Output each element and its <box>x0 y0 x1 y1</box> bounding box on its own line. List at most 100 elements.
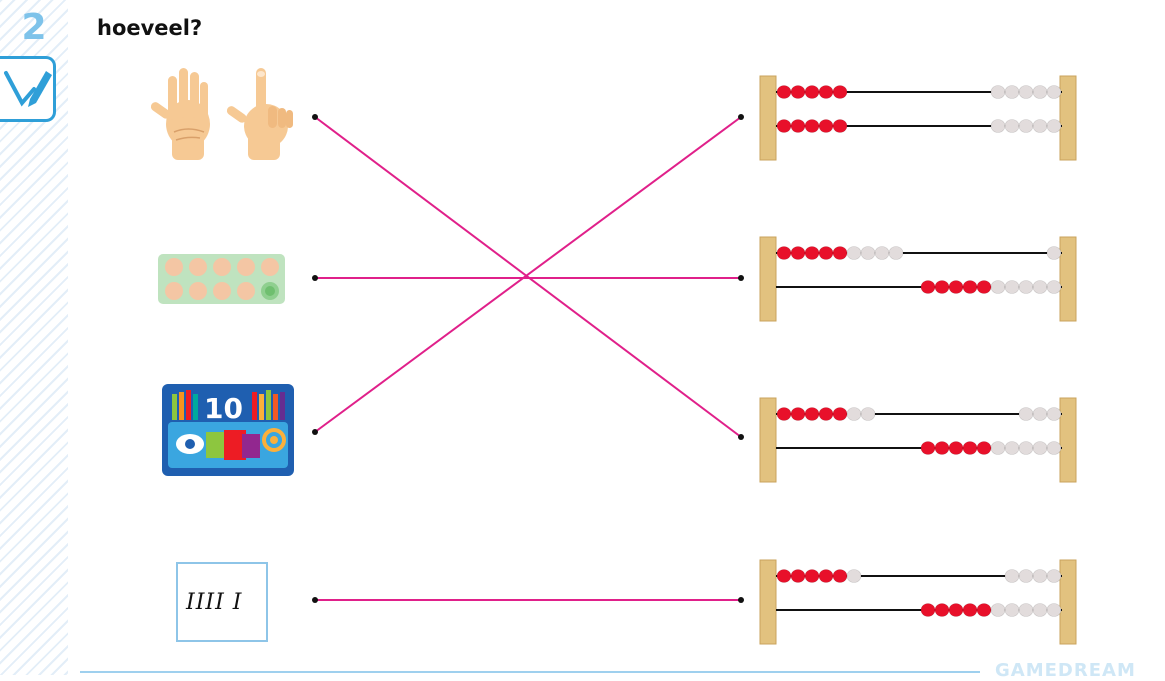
abacus-bead[interactable] <box>790 407 806 421</box>
abacus-bead[interactable] <box>1004 85 1020 99</box>
abacus-bead[interactable] <box>934 441 950 455</box>
abacus-bead[interactable] <box>776 407 792 421</box>
abacus-bead[interactable] <box>804 407 820 421</box>
abacus-bead[interactable] <box>990 280 1006 294</box>
abacus-bead[interactable] <box>1032 407 1048 421</box>
abacus-bead[interactable] <box>1032 119 1048 133</box>
abacus-bead[interactable] <box>1004 119 1020 133</box>
abacus-bead[interactable] <box>990 603 1006 617</box>
abacus-bead[interactable] <box>1018 280 1034 294</box>
abacus-bead[interactable] <box>1046 569 1062 583</box>
left-dot[interactable] <box>312 429 318 435</box>
abaci <box>759 75 1077 645</box>
abacus-bead[interactable] <box>776 569 792 583</box>
abacus-bead[interactable] <box>832 407 848 421</box>
abacus-bead[interactable] <box>776 246 792 260</box>
abacus-bead[interactable] <box>804 119 820 133</box>
left-dot[interactable] <box>312 114 318 120</box>
abacus-bead[interactable] <box>1004 569 1020 583</box>
abacus-bead[interactable] <box>990 441 1006 455</box>
pencil-icon <box>0 56 56 122</box>
abacus-1[interactable] <box>759 75 1077 161</box>
abacus-bead[interactable] <box>790 569 806 583</box>
abacus-bead[interactable] <box>1004 441 1020 455</box>
abacus-bead[interactable] <box>1018 85 1034 99</box>
abacus-post <box>759 397 777 483</box>
abacus-bead[interactable] <box>990 119 1006 133</box>
abacus-bead[interactable] <box>920 280 936 294</box>
abacus-bead[interactable] <box>1032 569 1048 583</box>
abacus-bead[interactable] <box>1004 603 1020 617</box>
abacus-bead[interactable] <box>1032 85 1048 99</box>
abacus-bead[interactable] <box>934 280 950 294</box>
abacus-bead[interactable] <box>1018 569 1034 583</box>
abacus-bead[interactable] <box>948 441 964 455</box>
abacus-bead[interactable] <box>818 85 834 99</box>
abacus-bead[interactable] <box>990 85 1006 99</box>
abacus-bead[interactable] <box>832 246 848 260</box>
abacus-bead[interactable] <box>860 407 876 421</box>
abacus-bead[interactable] <box>1046 407 1062 421</box>
connection-line[interactable] <box>314 116 742 433</box>
right-dot[interactable] <box>738 597 744 603</box>
abacus-bead[interactable] <box>962 441 978 455</box>
left-dot[interactable] <box>312 275 318 281</box>
abacus-bead[interactable] <box>1046 441 1062 455</box>
right-dot[interactable] <box>738 434 744 440</box>
abacus-bead[interactable] <box>948 603 964 617</box>
abacus-bead[interactable] <box>1018 407 1034 421</box>
abacus-bead[interactable] <box>1018 119 1034 133</box>
abacus-bead[interactable] <box>804 569 820 583</box>
abacus-bead[interactable] <box>920 441 936 455</box>
right-dot[interactable] <box>738 114 744 120</box>
abacus-bead[interactable] <box>818 569 834 583</box>
abacus-bead[interactable] <box>920 603 936 617</box>
abacus-bead[interactable] <box>976 280 992 294</box>
abacus-bead[interactable] <box>818 407 834 421</box>
abacus-bead[interactable] <box>846 569 862 583</box>
abacus-bead[interactable] <box>776 119 792 133</box>
abacus-bead[interactable] <box>1018 603 1034 617</box>
abacus-4[interactable] <box>759 559 1077 645</box>
abacus-bead[interactable] <box>846 246 862 260</box>
abacus-bead[interactable] <box>776 85 792 99</box>
abacus-bead[interactable] <box>1032 441 1048 455</box>
abacus-bead[interactable] <box>1018 441 1034 455</box>
abacus-bead[interactable] <box>934 603 950 617</box>
abacus-bead[interactable] <box>976 441 992 455</box>
abacus-bead[interactable] <box>818 246 834 260</box>
abacus-bead[interactable] <box>948 280 964 294</box>
egg-carton-icon <box>158 254 285 304</box>
abacus-bead[interactable] <box>804 85 820 99</box>
abacus-bead[interactable] <box>790 119 806 133</box>
abacus-2[interactable] <box>759 236 1077 322</box>
abacus-bead[interactable] <box>976 603 992 617</box>
abacus-bead[interactable] <box>1032 603 1048 617</box>
right-dot[interactable] <box>738 275 744 281</box>
abacus-bead[interactable] <box>790 246 806 260</box>
abacus-bead[interactable] <box>1046 603 1062 617</box>
pencil-box-label: 10 <box>204 392 243 425</box>
left-dot[interactable] <box>312 597 318 603</box>
abacus-post <box>1059 559 1077 645</box>
abacus-bead[interactable] <box>888 246 904 260</box>
abacus-bead[interactable] <box>1004 280 1020 294</box>
abacus-bead[interactable] <box>832 119 848 133</box>
abacus-bead[interactable] <box>1046 85 1062 99</box>
abacus-bead[interactable] <box>818 119 834 133</box>
abacus-bead[interactable] <box>846 407 862 421</box>
abacus-bead[interactable] <box>790 85 806 99</box>
abacus-bead[interactable] <box>1046 280 1062 294</box>
abacus-3[interactable] <box>759 397 1077 483</box>
abacus-bead[interactable] <box>1032 280 1048 294</box>
abacus-bead[interactable] <box>860 246 876 260</box>
abacus-post <box>1059 236 1077 322</box>
abacus-bead[interactable] <box>832 85 848 99</box>
abacus-bead[interactable] <box>874 246 890 260</box>
abacus-bead[interactable] <box>962 603 978 617</box>
abacus-bead[interactable] <box>1046 119 1062 133</box>
abacus-bead[interactable] <box>804 246 820 260</box>
abacus-bead[interactable] <box>962 280 978 294</box>
abacus-bead[interactable] <box>1046 246 1062 260</box>
abacus-bead[interactable] <box>832 569 848 583</box>
